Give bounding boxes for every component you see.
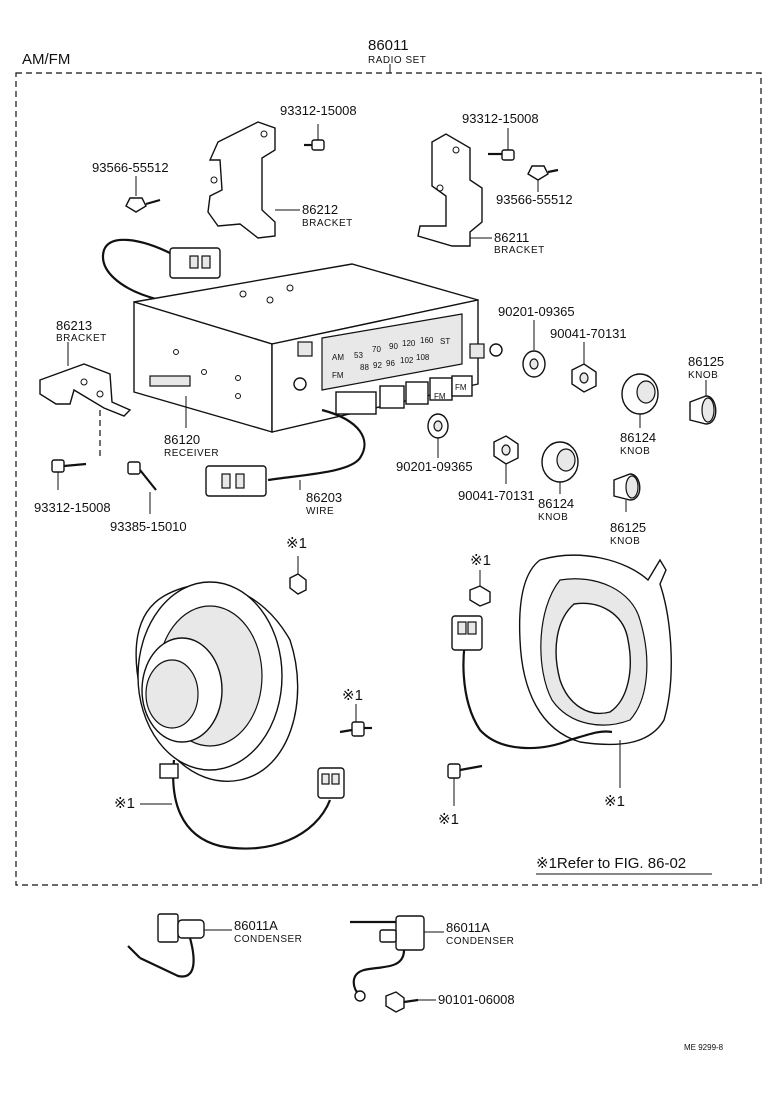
knob-86124-right-name: KNOB [620, 446, 650, 457]
bracket-86211-number: 86211 [494, 230, 529, 245]
screw-top-right-number: 93312-15008 [462, 111, 539, 126]
screw-icon [488, 128, 515, 161]
knob-86124-mid-number: 86124 [538, 496, 574, 511]
bracket-86212-number: 86212 [302, 202, 338, 217]
knob-icon [689, 380, 717, 425]
bracket-86211-drawing [417, 133, 492, 247]
knob-86125-top-number: 86125 [688, 354, 724, 369]
wire-number: 86203 [306, 490, 342, 505]
receiver-drawing [101, 238, 503, 433]
dial-am-label: AM [332, 353, 344, 362]
knob-icon [541, 441, 579, 494]
knob-icon [621, 373, 659, 428]
dial-fm-label: FM [332, 371, 344, 380]
fm-button-1: FM [434, 392, 446, 401]
ref-mark-1: ※1 [286, 535, 307, 552]
condenser-left-drawing [127, 913, 232, 978]
condenser-right-drawing [350, 915, 444, 1002]
knob-86124-mid-name: KNOB [538, 512, 568, 523]
ref-mark-3: ※1 [114, 795, 135, 812]
ref-mark-6: ※1 [604, 793, 625, 810]
knob-86125-low-number: 86125 [610, 520, 646, 535]
nut-upper-number: 90041-70131 [550, 326, 627, 341]
set-name: RADIO SET [368, 55, 426, 66]
screw-icon [385, 991, 436, 1013]
washer-icon [427, 413, 449, 458]
screw-bottom-mid-number: 93385-15010 [110, 519, 187, 534]
nut-lower-number: 90041-70131 [458, 488, 535, 503]
bolt-icon [447, 763, 483, 779]
screw-right-number: 93566-55512 [496, 192, 573, 207]
wire-name: WIRE [306, 506, 334, 517]
am-scale-4: 160 [420, 336, 434, 345]
bracket-86212-name: BRACKET [302, 218, 353, 229]
refer-note: ※1Refer to FIG. 86-02 [536, 855, 686, 872]
variant-label: AM/FM [22, 51, 70, 68]
condenser-left-number: 86011A [234, 918, 278, 933]
speaker-frame-drawing [451, 554, 672, 750]
knob-icon [613, 473, 641, 512]
stereo-label: ST [440, 337, 450, 346]
receiver-number: 86120 [164, 432, 200, 447]
washer-lower-number: 90201-09365 [396, 459, 473, 474]
fm-scale-0: 88 [360, 363, 369, 372]
condenser-right-number: 86011A [446, 920, 490, 935]
nut-icon [289, 573, 307, 595]
nut-icon [493, 435, 519, 484]
washer-upper-number: 90201-09365 [498, 304, 575, 319]
am-scale-3: 120 [402, 339, 416, 348]
wire-harness-drawing [205, 408, 366, 497]
screw-icon [127, 461, 157, 514]
screw-condenser-number: 90101-06008 [438, 992, 515, 1007]
bolt-icon [339, 721, 372, 737]
bracket-86213-name: BRACKET [56, 333, 107, 344]
screw-top-left-number: 93312-15008 [280, 103, 357, 118]
bracket-86213-drawing [39, 342, 132, 456]
screw-left-number: 93566-55512 [92, 160, 169, 175]
screw-bottom-left-number: 93312-15008 [34, 500, 111, 515]
receiver-name: RECEIVER [164, 448, 219, 459]
bracket-86211-name: BRACKET [494, 245, 545, 256]
washer-icon [522, 320, 546, 378]
fm-scale-2: 96 [386, 359, 395, 368]
condenser-left-name: CONDENSER [234, 934, 302, 945]
diagram-code: ME 9299-8 [684, 1043, 724, 1052]
knob-86125-low-name: KNOB [610, 536, 640, 547]
am-scale-2: 90 [389, 342, 398, 351]
fm-button-2: FM [455, 383, 467, 392]
radio-set-frame [15, 72, 762, 886]
am-scale-0: 53 [354, 351, 363, 360]
fm-scale-4: 108 [416, 353, 430, 362]
screw-icon [304, 124, 325, 151]
ref-mark-4: ※1 [470, 552, 491, 569]
screw-icon [527, 165, 559, 192]
set-number: 86011 [368, 37, 409, 54]
screw-icon [125, 176, 161, 213]
condenser-right-name: CONDENSER [446, 936, 514, 947]
am-scale-1: 70 [372, 345, 381, 354]
screw-icon [51, 459, 87, 490]
bracket-86213-number: 86213 [56, 318, 92, 333]
speaker-drawing [135, 581, 345, 850]
fm-scale-3: 102 [400, 356, 414, 365]
ref-mark-2: ※1 [342, 687, 363, 704]
bracket-86212-drawing [207, 121, 300, 239]
knob-86125-top-name: KNOB [688, 370, 718, 381]
nut-icon [571, 342, 597, 393]
ref-mark-5: ※1 [438, 811, 459, 828]
fm-scale-1: 92 [373, 361, 382, 370]
knob-86124-right-number: 86124 [620, 430, 656, 445]
